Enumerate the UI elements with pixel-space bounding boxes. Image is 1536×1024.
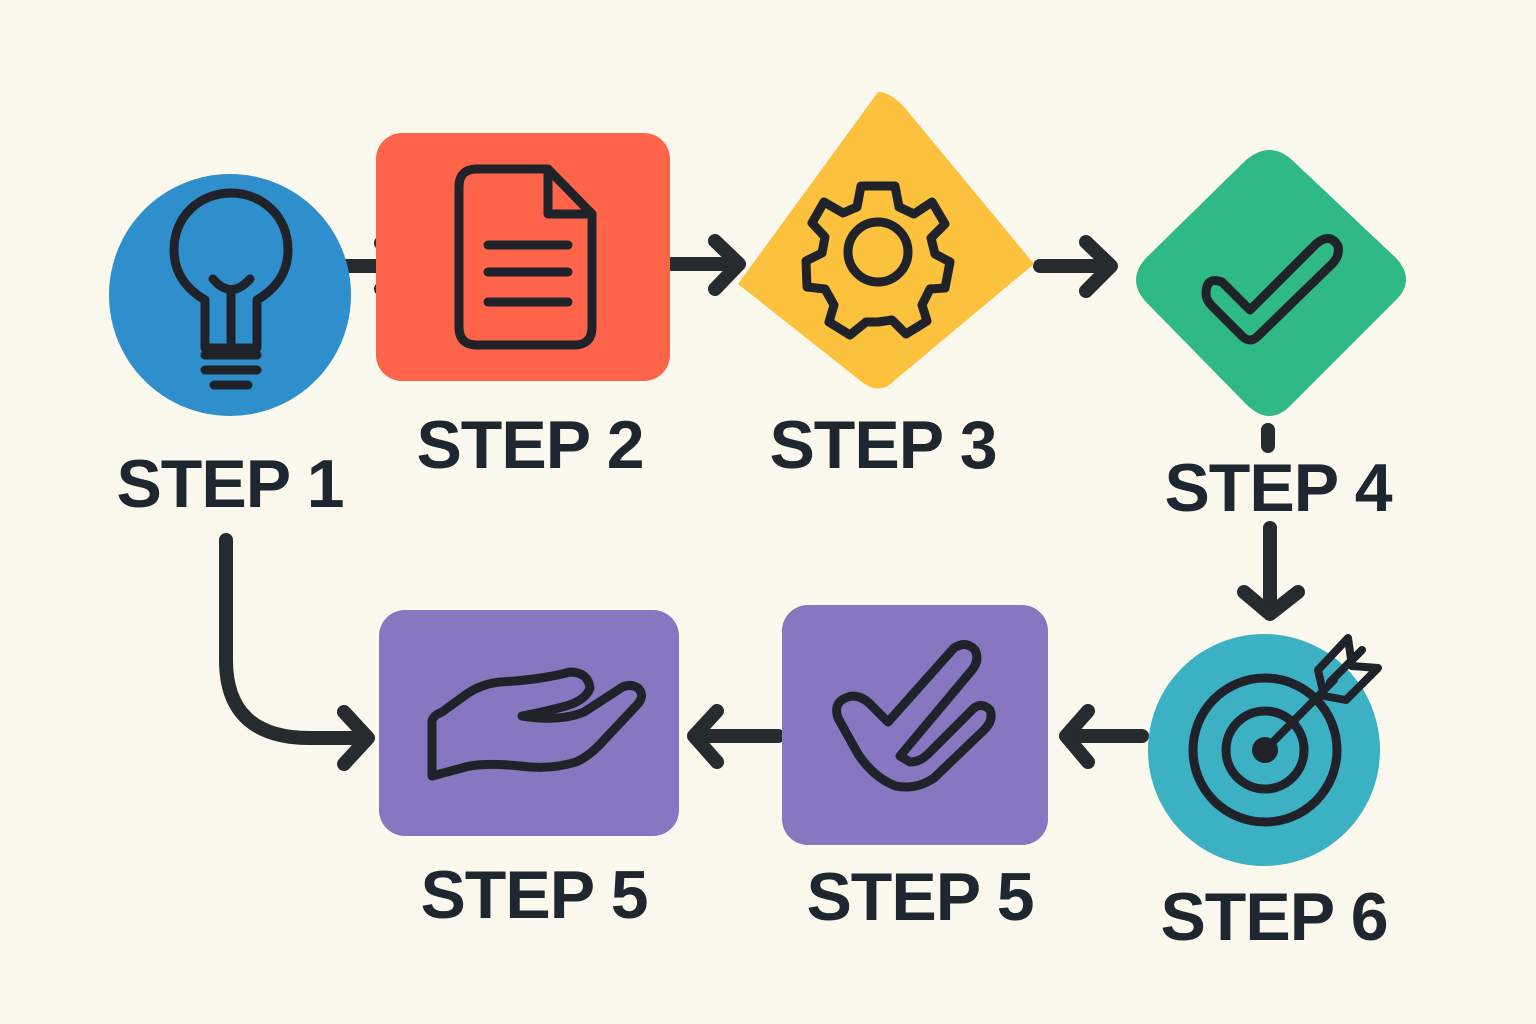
step-6-node[interactable]: STEP 6 xyxy=(1148,634,1389,955)
arrow-step1-to-step5-left xyxy=(219,533,375,771)
step-5-left-label: STEP 5 xyxy=(420,857,647,933)
step-6-label: STEP 6 xyxy=(1160,879,1387,955)
step-5-right-label: STEP 5 xyxy=(806,859,1033,935)
document-icon xyxy=(454,164,597,350)
checkmark-icon xyxy=(1201,234,1343,345)
arrow-step2-to-step3 xyxy=(665,234,746,296)
lightbulb-icon xyxy=(169,188,293,390)
step-5-right-square xyxy=(782,605,1048,845)
step-2-label: STEP 2 xyxy=(416,407,643,483)
step-2-node[interactable]: STEP 2 xyxy=(376,133,670,483)
step-1-node[interactable]: STEP 1 xyxy=(109,174,351,522)
open-hand-icon xyxy=(427,667,646,781)
arrow-step6-to-step5-right xyxy=(1059,704,1149,769)
arrow-step3-to-step4 xyxy=(1033,235,1118,298)
step-5-right-node[interactable]: STEP 5 xyxy=(782,605,1048,935)
step-1-label: STEP 1 xyxy=(116,446,343,522)
gear-icon xyxy=(801,181,955,340)
checkmark-icon xyxy=(832,640,996,792)
target-icon xyxy=(1188,634,1382,827)
step-3-diamond xyxy=(738,92,1034,389)
step-5-left-node[interactable]: STEP 5 xyxy=(379,610,679,933)
arrow-step5-right-to-step5-left xyxy=(687,704,785,769)
step-4-node[interactable]: STEP 4 xyxy=(1136,150,1406,526)
connectors xyxy=(219,234,1305,771)
step-4-label: STEP 4 xyxy=(1164,450,1392,526)
step-5-left-square xyxy=(379,610,679,836)
arrow-step4-to-step6 xyxy=(1237,423,1305,621)
step-3-node[interactable]: STEP 3 xyxy=(738,92,1034,483)
step-3-label: STEP 3 xyxy=(769,407,996,483)
